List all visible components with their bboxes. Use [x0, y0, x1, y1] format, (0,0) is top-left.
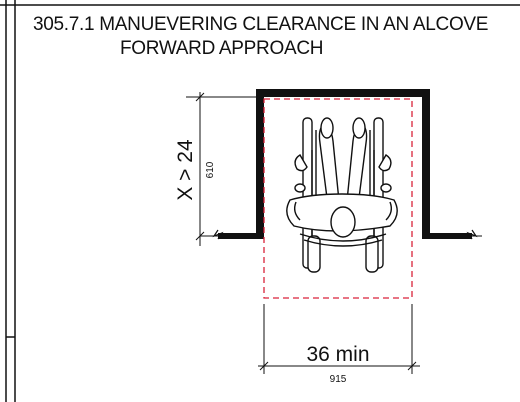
- depth-dimension-label: X > 24: [174, 139, 197, 201]
- wheelchair-user-icon: [286, 117, 398, 273]
- width-dimension: [258, 304, 420, 374]
- clear-floor-space-outline: [263, 98, 413, 299]
- depth-dimension-metric: 610: [205, 161, 216, 178]
- figure-caption-title: 305.7.1 MANUEVERING CLEARANCE IN AN ALCO…: [33, 14, 489, 35]
- figure-caption-subtitle: FORWARD APPROACH: [120, 38, 324, 59]
- alcove-walls: [200, 89, 482, 240]
- width-dimension-metric: 915: [330, 374, 347, 385]
- depth-dimension: [186, 92, 260, 246]
- width-dimension-label: 36 min: [306, 343, 369, 366]
